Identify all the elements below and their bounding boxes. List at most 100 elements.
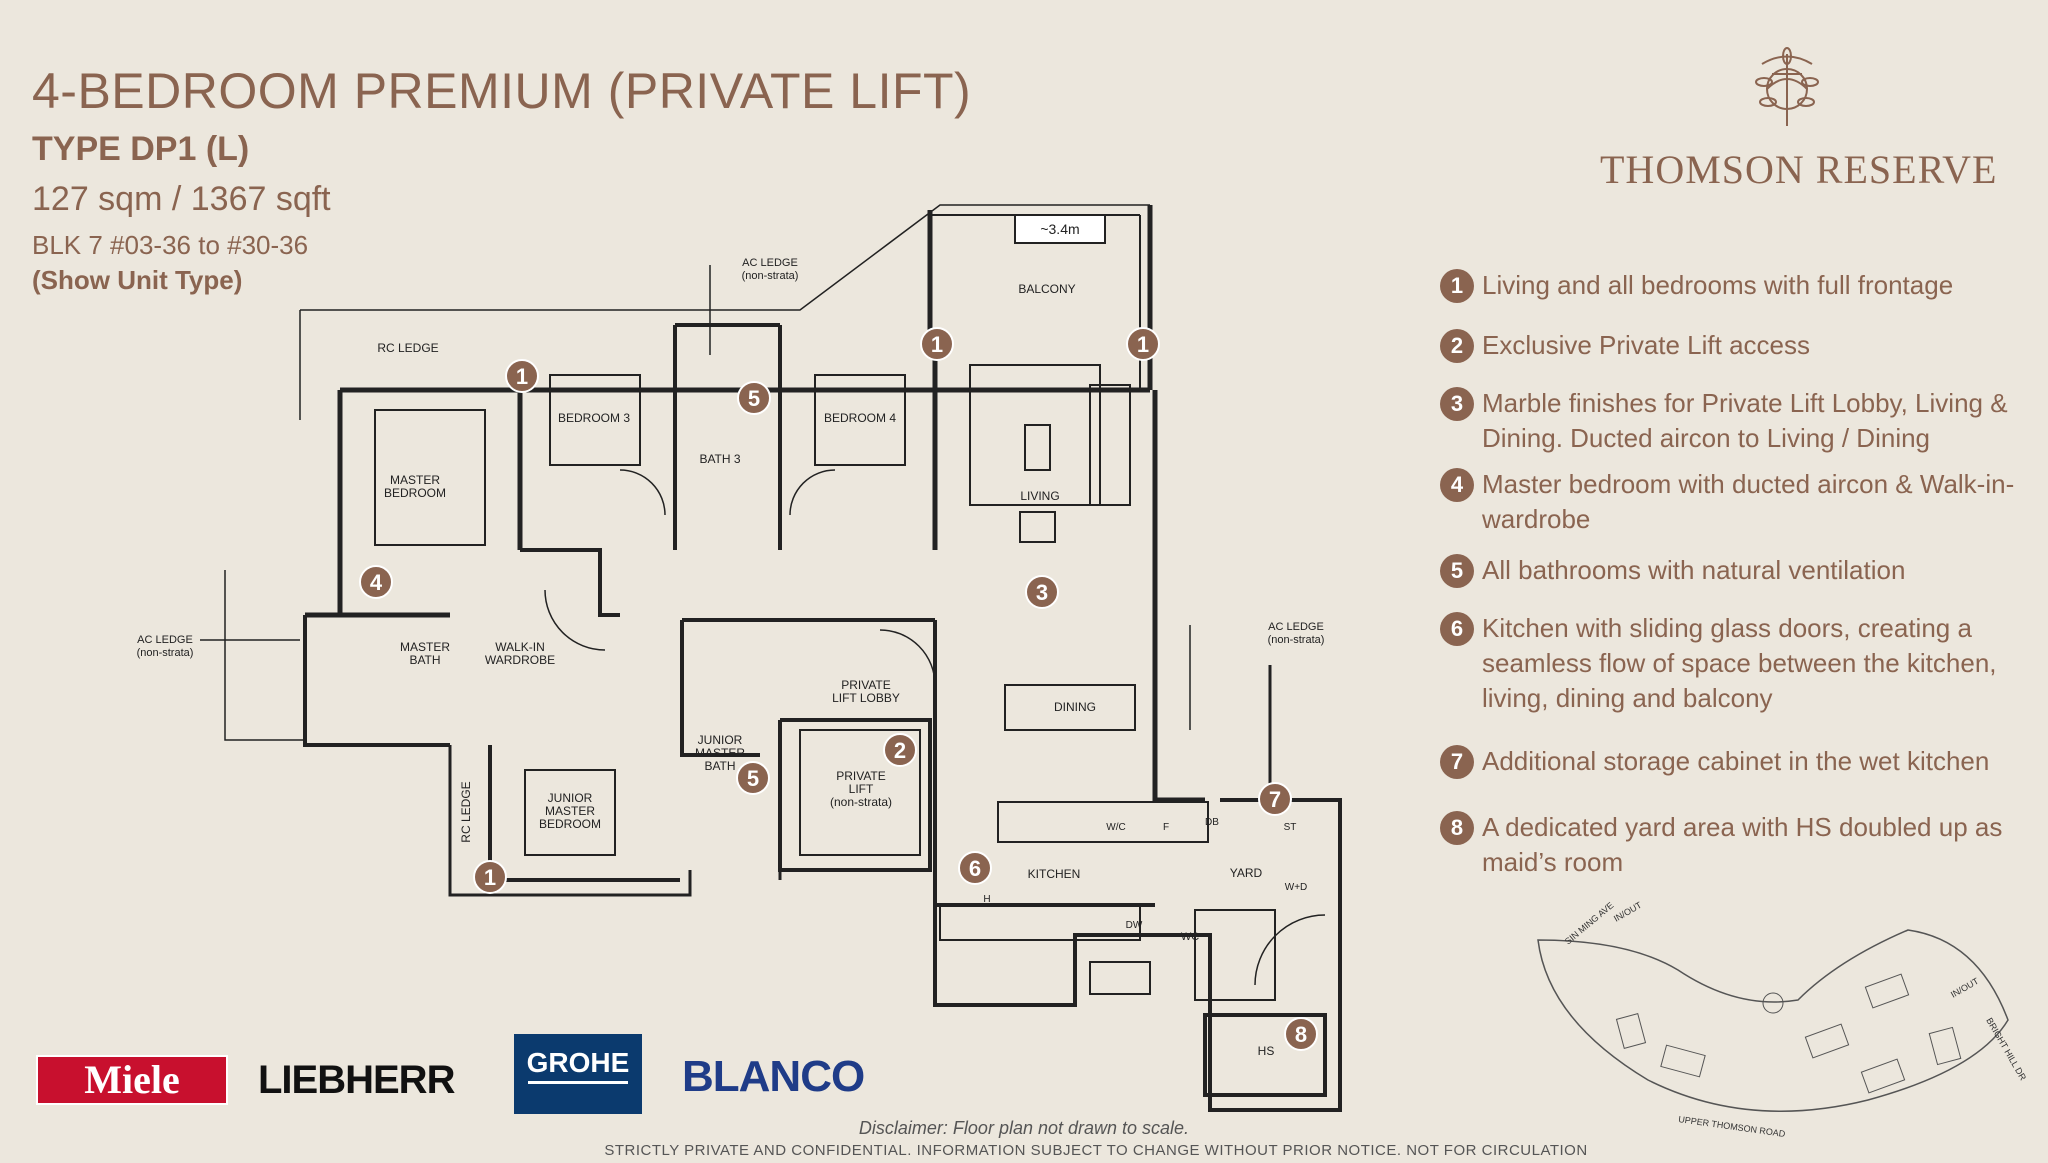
disclaimer: Disclaimer: Floor plan not drawn to scal… [858,1118,1190,1138]
bedroom4-label: BEDROOM 4 [824,411,896,425]
grohe-logo-bar [528,1081,628,1084]
dimension-label: ~3.4m [1040,221,1079,237]
feature-number: 3 [1440,387,1474,421]
marker-1: 1 [1126,327,1160,361]
marker-1: 1 [920,327,954,361]
feature-number: 2 [1440,329,1474,363]
show-unit-note: (Show Unit Type) [32,265,243,295]
svg-text:3: 3 [1036,580,1048,605]
ac-ledge-label: AC LEDGE [137,634,193,646]
site-inout-top: IN/OUT [1612,900,1644,924]
site-road-top: SIN MING AVE [1563,900,1616,946]
db-label: DB [1205,817,1219,828]
unit-area: 127 sqm / 1367 sqft [32,180,331,218]
junior-bath-label-1: JUNIOR [698,733,743,747]
feature-text: Exclusive Private Lift access [1482,330,1811,360]
dw-label: DW [1126,920,1143,931]
marker-4: 4 [359,565,393,599]
yard-label: YARD [1230,866,1263,880]
svg-text:5: 5 [747,766,759,791]
marker-6: 6 [958,851,992,885]
svg-text:1: 1 [516,364,528,389]
wardrobe-label-2: WARDROBE [485,653,555,667]
svg-text:4: 4 [370,570,383,595]
site-road-right: BRIGHT HILL DR [1984,1016,2028,1083]
floor-plan: ~3.4m BALCONY LIVING DINING BEDROOM 3 BE… [137,204,1342,1112]
rc-ledge-top-label: RC LEDGE [377,341,438,355]
marker-3: 3 [1025,575,1059,609]
junior-bath-label-3: BATH [704,759,735,773]
svg-text:5: 5 [748,386,760,411]
feature-text: All bathrooms with natural ventilation [1482,555,1906,585]
unit-type: TYPE DP1 (L) [32,130,250,168]
living-label: LIVING [1020,489,1059,503]
rc-ledge-side-label: RC LEDGE [459,781,473,842]
feature-number: 6 [1440,612,1474,646]
balcony-label: BALCONY [1018,282,1075,296]
wc-cabinet-label: W/C [1106,822,1125,833]
feature-text: Additional storage cabinet in the wet ki… [1482,746,1990,776]
ac-ledge-label: AC LEDGE [742,257,798,269]
junior-bedroom-label-1: JUNIOR [548,791,593,805]
master-bath-label-1: MASTER [400,640,450,654]
junior-bedroom-label-3: BEDROOM [539,817,601,831]
svg-text:2: 2 [894,738,906,763]
ac-ledge-sub: (non-strata) [742,270,799,282]
marker-1: 1 [505,359,539,393]
unit-blocks: BLK 7 #03-36 to #30-36 [32,230,309,260]
hob-label: H [983,894,990,905]
lift-label-3: (non-strata) [830,795,892,809]
ac-ledge-sub: (non-strata) [1268,634,1325,646]
wc-label: WC [1181,931,1199,943]
wardrobe-label-1: WALK-IN [495,640,545,654]
page-title: 4-BEDROOM PREMIUM (PRIVATE LIFT) [32,63,972,119]
feature-number: 1 [1440,269,1474,303]
confidential-notice: STRICTLY PRIVATE AND CONFIDENTIAL. INFOR… [604,1142,1588,1159]
liebherr-logo: LIEBHERR [258,1058,455,1102]
marker-7: 7 [1258,782,1292,816]
lift-label-2: LIFT [849,782,874,796]
dining-label: DINING [1054,700,1096,714]
svg-text:1: 1 [931,332,943,357]
ac-ledge-sub: (non-strata) [137,647,194,659]
svg-text:8: 8 [1295,1022,1307,1047]
feature-text: Kitchen with sliding glass doors, creati… [1482,613,1997,713]
kitchen-label: KITCHEN [1028,867,1081,881]
feature-text: Marble finishes for Private Lift Lobby, … [1482,388,2008,453]
feature-number: 7 [1440,745,1474,779]
master-bedroom-label-1: MASTER [390,473,440,487]
tree-crest-icon [1755,47,1819,126]
miele-logo: Miele [36,1055,228,1105]
svg-text:1: 1 [1137,332,1149,357]
bath3-label: BATH 3 [699,452,740,466]
bedroom3-label: BEDROOM 3 [558,411,630,425]
marker-5: 5 [736,761,770,795]
brand-name: THOMSON RESERVE [1600,147,1998,192]
marker-1: 1 [473,860,507,894]
marker-2: 2 [883,733,917,767]
blanco-logo: BLANCO [682,1052,865,1101]
svg-text:7: 7 [1269,787,1281,812]
ac-ledge-label: AC LEDGE [1268,621,1324,633]
junior-bath-label-2: MASTER [695,746,745,760]
site-inout-right: IN/OUT [1949,976,1981,1000]
site-plan: SIN MING AVE IN/OUT IN/OUT BRIGHT HILL D… [1537,900,2028,1139]
feature-text: Living and all bedrooms with full fronta… [1482,270,1954,300]
hs-label: HS [1258,1044,1275,1058]
svg-text:6: 6 [969,856,981,881]
marker-5: 5 [737,381,771,415]
svg-text:1: 1 [484,865,496,890]
master-bath-label-2: BATH [409,653,440,667]
feature-number: 8 [1440,811,1474,845]
feature-number: 4 [1440,468,1474,502]
junior-bedroom-label-2: MASTER [545,804,595,818]
feature-number: 5 [1440,554,1474,588]
wd-label: W+D [1285,882,1308,893]
lift-lobby-label-1: PRIVATE [841,678,891,692]
master-bedroom-label-2: BEDROOM [384,486,446,500]
lift-lobby-label-2: LIFT LOBBY [832,691,900,705]
marker-8: 8 [1284,1017,1318,1051]
grohe-logo-text: GROHE [526,1047,630,1078]
fridge-label: F [1163,822,1169,833]
feature-text: Master bedroom with ducted aircon & Walk… [1482,469,2015,534]
